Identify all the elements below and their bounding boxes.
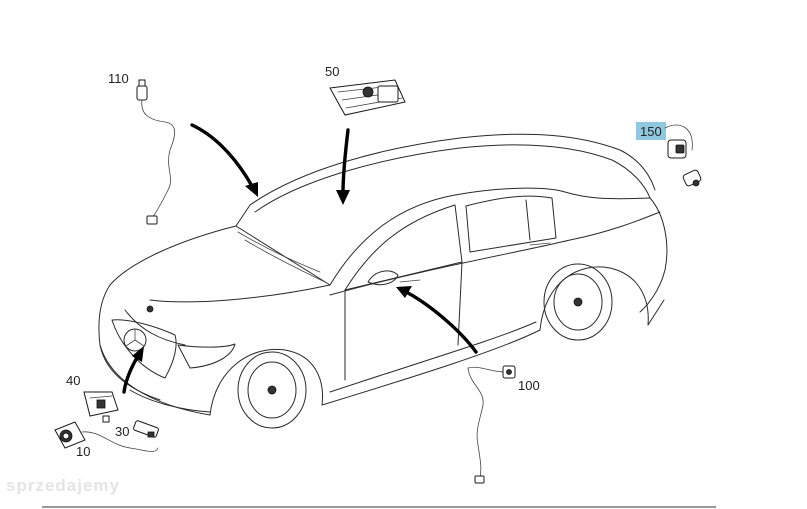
callout-110: 110 (108, 71, 129, 86)
callout-150: 150 (640, 124, 662, 139)
arrow-50 (336, 128, 350, 205)
callout-10: 10 (76, 444, 90, 459)
arrow-40 (122, 346, 144, 394)
part-110-sensor (136, 79, 176, 225)
callout-150-highlight (636, 122, 666, 140)
callout-50: 50 (325, 64, 339, 79)
part-10-front-camera (54, 421, 159, 453)
callout-30: 30 (115, 424, 129, 439)
part-100-mirror-camera (467, 365, 516, 484)
callout-100: 100 (518, 378, 540, 393)
part-40-bracket (83, 391, 119, 423)
arrow-110 (190, 123, 258, 197)
part-50-camera (329, 79, 406, 116)
car-outline (98, 133, 668, 429)
callout-40: 40 (66, 373, 80, 388)
watermark: sprzedajemy (6, 476, 120, 495)
part-30-connector (133, 420, 159, 438)
part-150-rear-camera (664, 124, 702, 187)
arrow-100 (396, 286, 478, 354)
